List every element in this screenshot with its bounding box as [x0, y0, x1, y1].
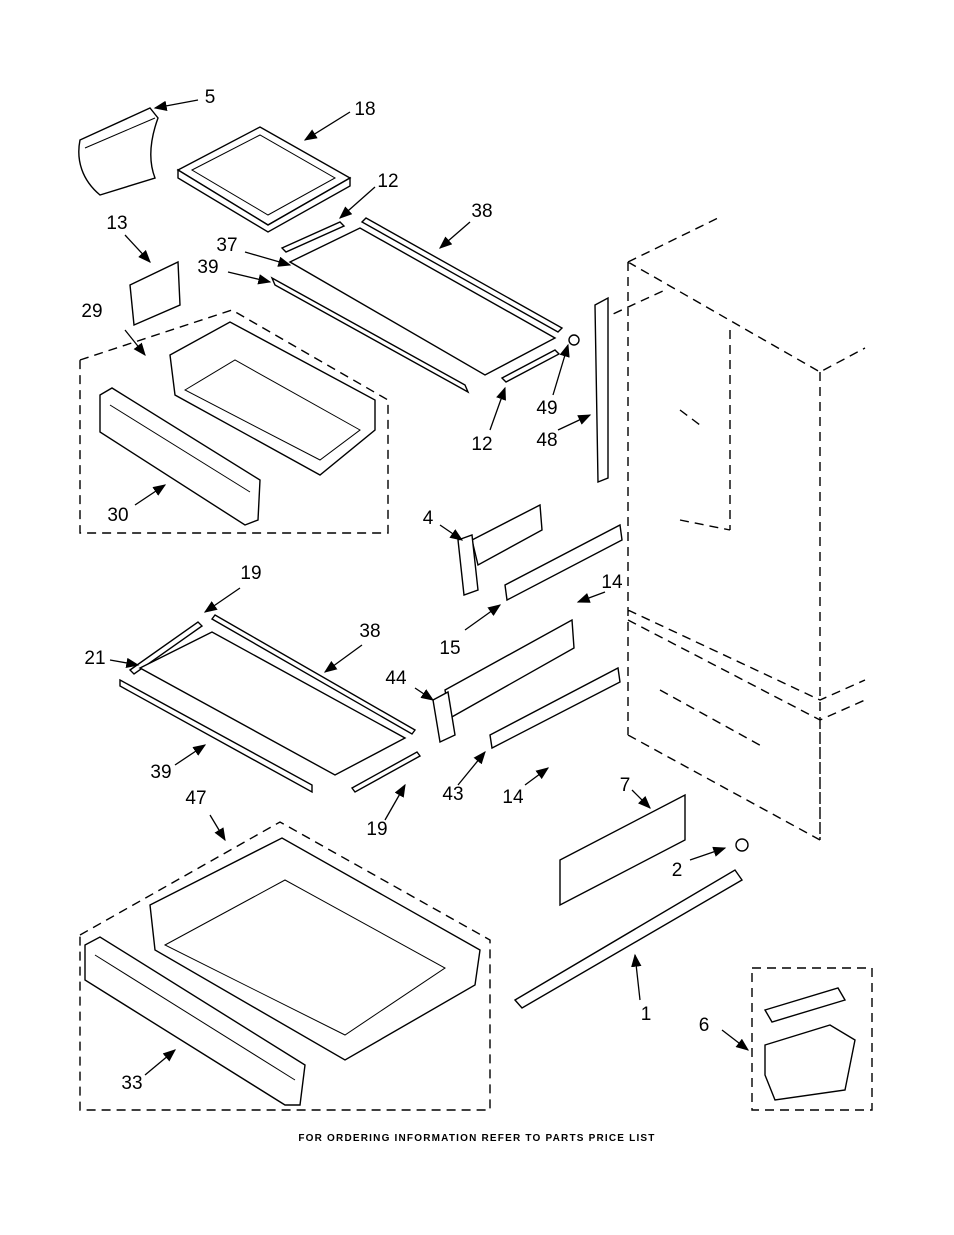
callout-arrow-1: [631, 953, 642, 1001]
callout-arrow-7: [631, 789, 651, 809]
callout-label-39: 39: [150, 762, 171, 783]
callout-label-12: 12: [377, 171, 398, 192]
callout-label-12: 12: [471, 434, 492, 455]
callout-arrow-15: [464, 604, 502, 631]
callout-label-44: 44: [385, 668, 407, 689]
callout-label-7: 7: [620, 775, 631, 796]
footer-note: FOR ORDERING INFORMATION REFER TO PARTS …: [298, 1133, 656, 1144]
callout-arrow-12: [489, 386, 506, 431]
part-2-screw: [735, 838, 749, 852]
callout-label-4: 4: [423, 508, 434, 529]
callout-arrows: [109, 99, 750, 1076]
callout-label-13: 13: [106, 213, 127, 234]
part-30-crisper-front: [99, 387, 261, 526]
part-38-trim-middle: [210, 614, 417, 735]
callout-arrow-14: [524, 767, 550, 786]
callout-label-43: 43: [442, 784, 463, 805]
part-13-divider: [129, 260, 181, 327]
callout-label-14: 14: [601, 572, 623, 593]
callout-label-2: 2: [672, 860, 683, 881]
part-7-plate: [559, 793, 686, 907]
callout-arrow-48: [557, 414, 592, 431]
part-33-pan-front: [84, 936, 306, 1106]
part-1-slide: [513, 869, 744, 1009]
part-47-pan: [149, 837, 481, 1061]
callout-arrow-47: [209, 814, 226, 842]
callout-arrow-39: [227, 271, 272, 285]
part-12-trim: [280, 221, 346, 253]
part-12-trim-lower: [500, 349, 561, 383]
callout-label-49: 49: [536, 398, 557, 419]
part-48-rail: [594, 296, 609, 484]
callout-arrow-4: [439, 524, 464, 541]
callout-label-33: 33: [121, 1073, 142, 1094]
callout-arrow-44: [414, 687, 435, 701]
callout-arrow-12: [339, 186, 376, 219]
cabinet-outline: [599, 217, 866, 841]
callout-label-30: 30: [107, 505, 128, 526]
part-47-box: [79, 821, 491, 1111]
callout-label-1: 1: [641, 1004, 652, 1025]
callout-arrow-38: [439, 221, 471, 249]
part-4-bracket: [457, 503, 623, 602]
callout-label-21: 21: [84, 648, 105, 669]
callout-arrow-5: [153, 99, 199, 111]
callout-arrow-30: [134, 484, 167, 506]
callout-arrow-33: [144, 1049, 176, 1076]
part-29-crisper: [169, 321, 376, 476]
callout-arrow-38: [323, 644, 363, 673]
part-38-trim: [360, 217, 564, 333]
callout-label-38: 38: [471, 201, 492, 222]
callout-arrow-37: [244, 251, 292, 267]
callout-arrow-19: [203, 587, 241, 613]
part-29-box: [79, 309, 389, 534]
part-19-trim-lower: [350, 751, 422, 793]
callout-label-14: 14: [502, 787, 524, 808]
part-5-shelf-cover: [78, 107, 159, 196]
callout-arrow-13: [124, 234, 151, 263]
part-39-trim: [270, 276, 470, 394]
callout-arrow-19: [384, 783, 406, 821]
callout-arrow-49: [552, 343, 570, 396]
part-6-box: [751, 967, 873, 1111]
callout-label-15: 15: [439, 638, 460, 659]
part-18-shelf: [176, 126, 352, 233]
callout-arrow-14: [576, 591, 606, 603]
callout-arrow-39: [174, 744, 207, 766]
callout-label-48: 48: [536, 430, 557, 451]
callout-arrow-29: [124, 329, 146, 357]
callout-arrow-6: [721, 1029, 750, 1051]
part-39-trim-middle: [119, 678, 313, 794]
callout-label-19: 19: [240, 563, 261, 584]
part-49-screw: [568, 334, 580, 346]
callout-label-6: 6: [699, 1015, 710, 1036]
part-37-glass-shelf: [288, 227, 557, 376]
callout-label-47: 47: [185, 788, 206, 809]
callout-arrow-43: [457, 750, 486, 786]
callout-label-29: 29: [81, 301, 102, 322]
callout-label-37: 37: [216, 235, 237, 256]
part-21-glass-shelf: [138, 631, 407, 776]
callout-arrow-21: [109, 657, 140, 669]
part-44-bracket: [432, 618, 621, 750]
callout-label-18: 18: [354, 99, 375, 120]
callout-arrow-2: [689, 846, 727, 861]
callout-label-39: 39: [197, 257, 218, 278]
callout-label-19: 19: [366, 819, 387, 840]
callout-label-5: 5: [205, 87, 216, 108]
callout-arrow-18: [303, 111, 351, 141]
part-19-trim: [128, 621, 204, 675]
callout-label-38: 38: [359, 621, 380, 642]
part-6-butter-bin: [763, 987, 856, 1101]
